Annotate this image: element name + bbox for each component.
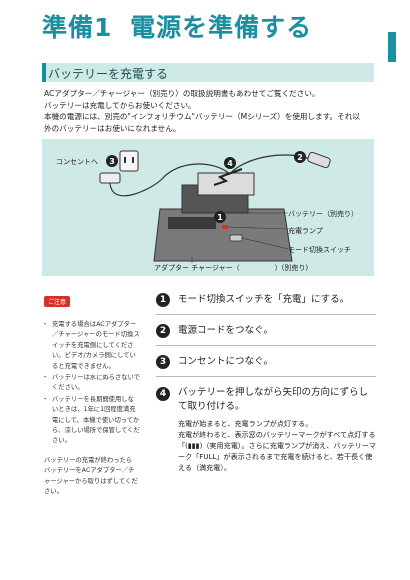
dc-plug-icon	[307, 151, 331, 169]
caution-item: バッテリーを長期間使用しないときは、1年に1回程度満充電にして、本機で使い切って…	[42, 395, 140, 447]
step-number: 2	[156, 324, 170, 338]
section-number: 準備1	[42, 13, 113, 42]
step-detail: 充電が始まると、充電ランプが点灯する。 充電が終わると、表示窓のバッテリーマーク…	[178, 419, 376, 472]
charge-lamp-label: 充電ランプ	[288, 227, 323, 235]
intro-line: 本機の電源には、別売の"インフォリチウム"バッテリー（Mシリーズ）を使用します。…	[44, 112, 360, 121]
step-item-4: 4 バッテリーを押しながら矢印の方向にずらして取り付ける。 充電が始まると、充電…	[156, 381, 376, 501]
caution-item: 充電する場合はACアダプター／チャージャーのモード切換スイッチを充電側にしてくだ…	[42, 320, 140, 372]
intro-line: ACアダプター／チャージャー（別売り）の取扱説明書もあわせてご覧ください。	[44, 89, 320, 98]
battery-pack	[197, 172, 255, 196]
page-edge-marker	[388, 32, 396, 62]
step-text: コンセントにつなぐ。	[178, 356, 274, 367]
intro-text: ACアダプター／チャージャー（別売り）の取扱説明書もあわせてご覧ください。 バッ…	[44, 88, 379, 134]
step-item-2: 2 電源コードをつなぐ。	[156, 319, 376, 346]
step-text: モード切換スイッチを「充電」にする。	[178, 294, 350, 305]
insert-arrow-icon	[213, 168, 243, 186]
charger-drawing: 3 4 2 1	[99, 150, 331, 263]
caution-list: 充電する場合はACアダプター／チャージャーのモード切換スイッチを充電側にしてくだ…	[42, 320, 140, 447]
step-number: 3	[156, 355, 170, 369]
charge-lamp-icon	[222, 225, 228, 229]
page-title: 準備1 電源を準備する	[42, 8, 312, 44]
power-plug-icon	[99, 172, 121, 184]
caution-extra: バッテリーの充電が終わったら バッテリーをACアダプター／チャージャーから取りは…	[44, 456, 138, 496]
step-number: 4	[156, 387, 170, 401]
callout-1: 1	[217, 213, 223, 222]
caution-item: バッテリーは水にぬらさないでください。	[42, 373, 140, 394]
step-text: バッテリーを押しながら矢印の方向にずらして取り付ける。	[178, 387, 369, 412]
step-item-1: 1 モード切換スイッチを「充電」にする。	[156, 290, 376, 315]
step-item-3: 3 コンセントにつなぐ。	[156, 350, 376, 377]
intro-line: バッテリーは充電してからお使いください。	[44, 100, 196, 110]
caution-note: ご注意 充電する場合はACアダプター／チャージャーのモード切換スイッチを充電側に…	[42, 289, 140, 498]
outlet-label: コンセントへ	[56, 158, 98, 166]
caution-badge: ご注意	[44, 296, 71, 307]
power-cord	[109, 163, 231, 197]
section-title: バッテリーを充電する	[48, 67, 169, 81]
wall-outlet-icon	[119, 150, 139, 172]
callout-2: 2	[297, 153, 303, 162]
section-band	[42, 63, 374, 82]
step-text: 電源コードをつなぐ。	[178, 325, 274, 336]
step-number: 1	[156, 293, 170, 307]
battery-label: バッテリー（別売り）	[288, 210, 358, 218]
adapter-label: アダプター チャージャー（ ）(別売り)	[154, 264, 309, 272]
mode-switch-icon	[229, 234, 243, 242]
callout-4: 4	[227, 159, 233, 168]
charger-illustration: 3 4 2 1 コンセントへ バッテリー（別売り） 充電ランプ モード切換スイッ…	[42, 139, 374, 276]
display-window	[168, 217, 216, 229]
callout-3: 3	[109, 157, 115, 166]
mode-switch-label: モード切換スイッチ	[288, 246, 351, 254]
steps-list: 1 モード切換スイッチを「充電」にする。 2 電源コードをつなぐ。 3 コンセン…	[156, 290, 376, 501]
intro-line: 外のバッテリーはお使いになれません。	[44, 123, 181, 133]
page-heading: 電源を準備する	[130, 13, 313, 42]
